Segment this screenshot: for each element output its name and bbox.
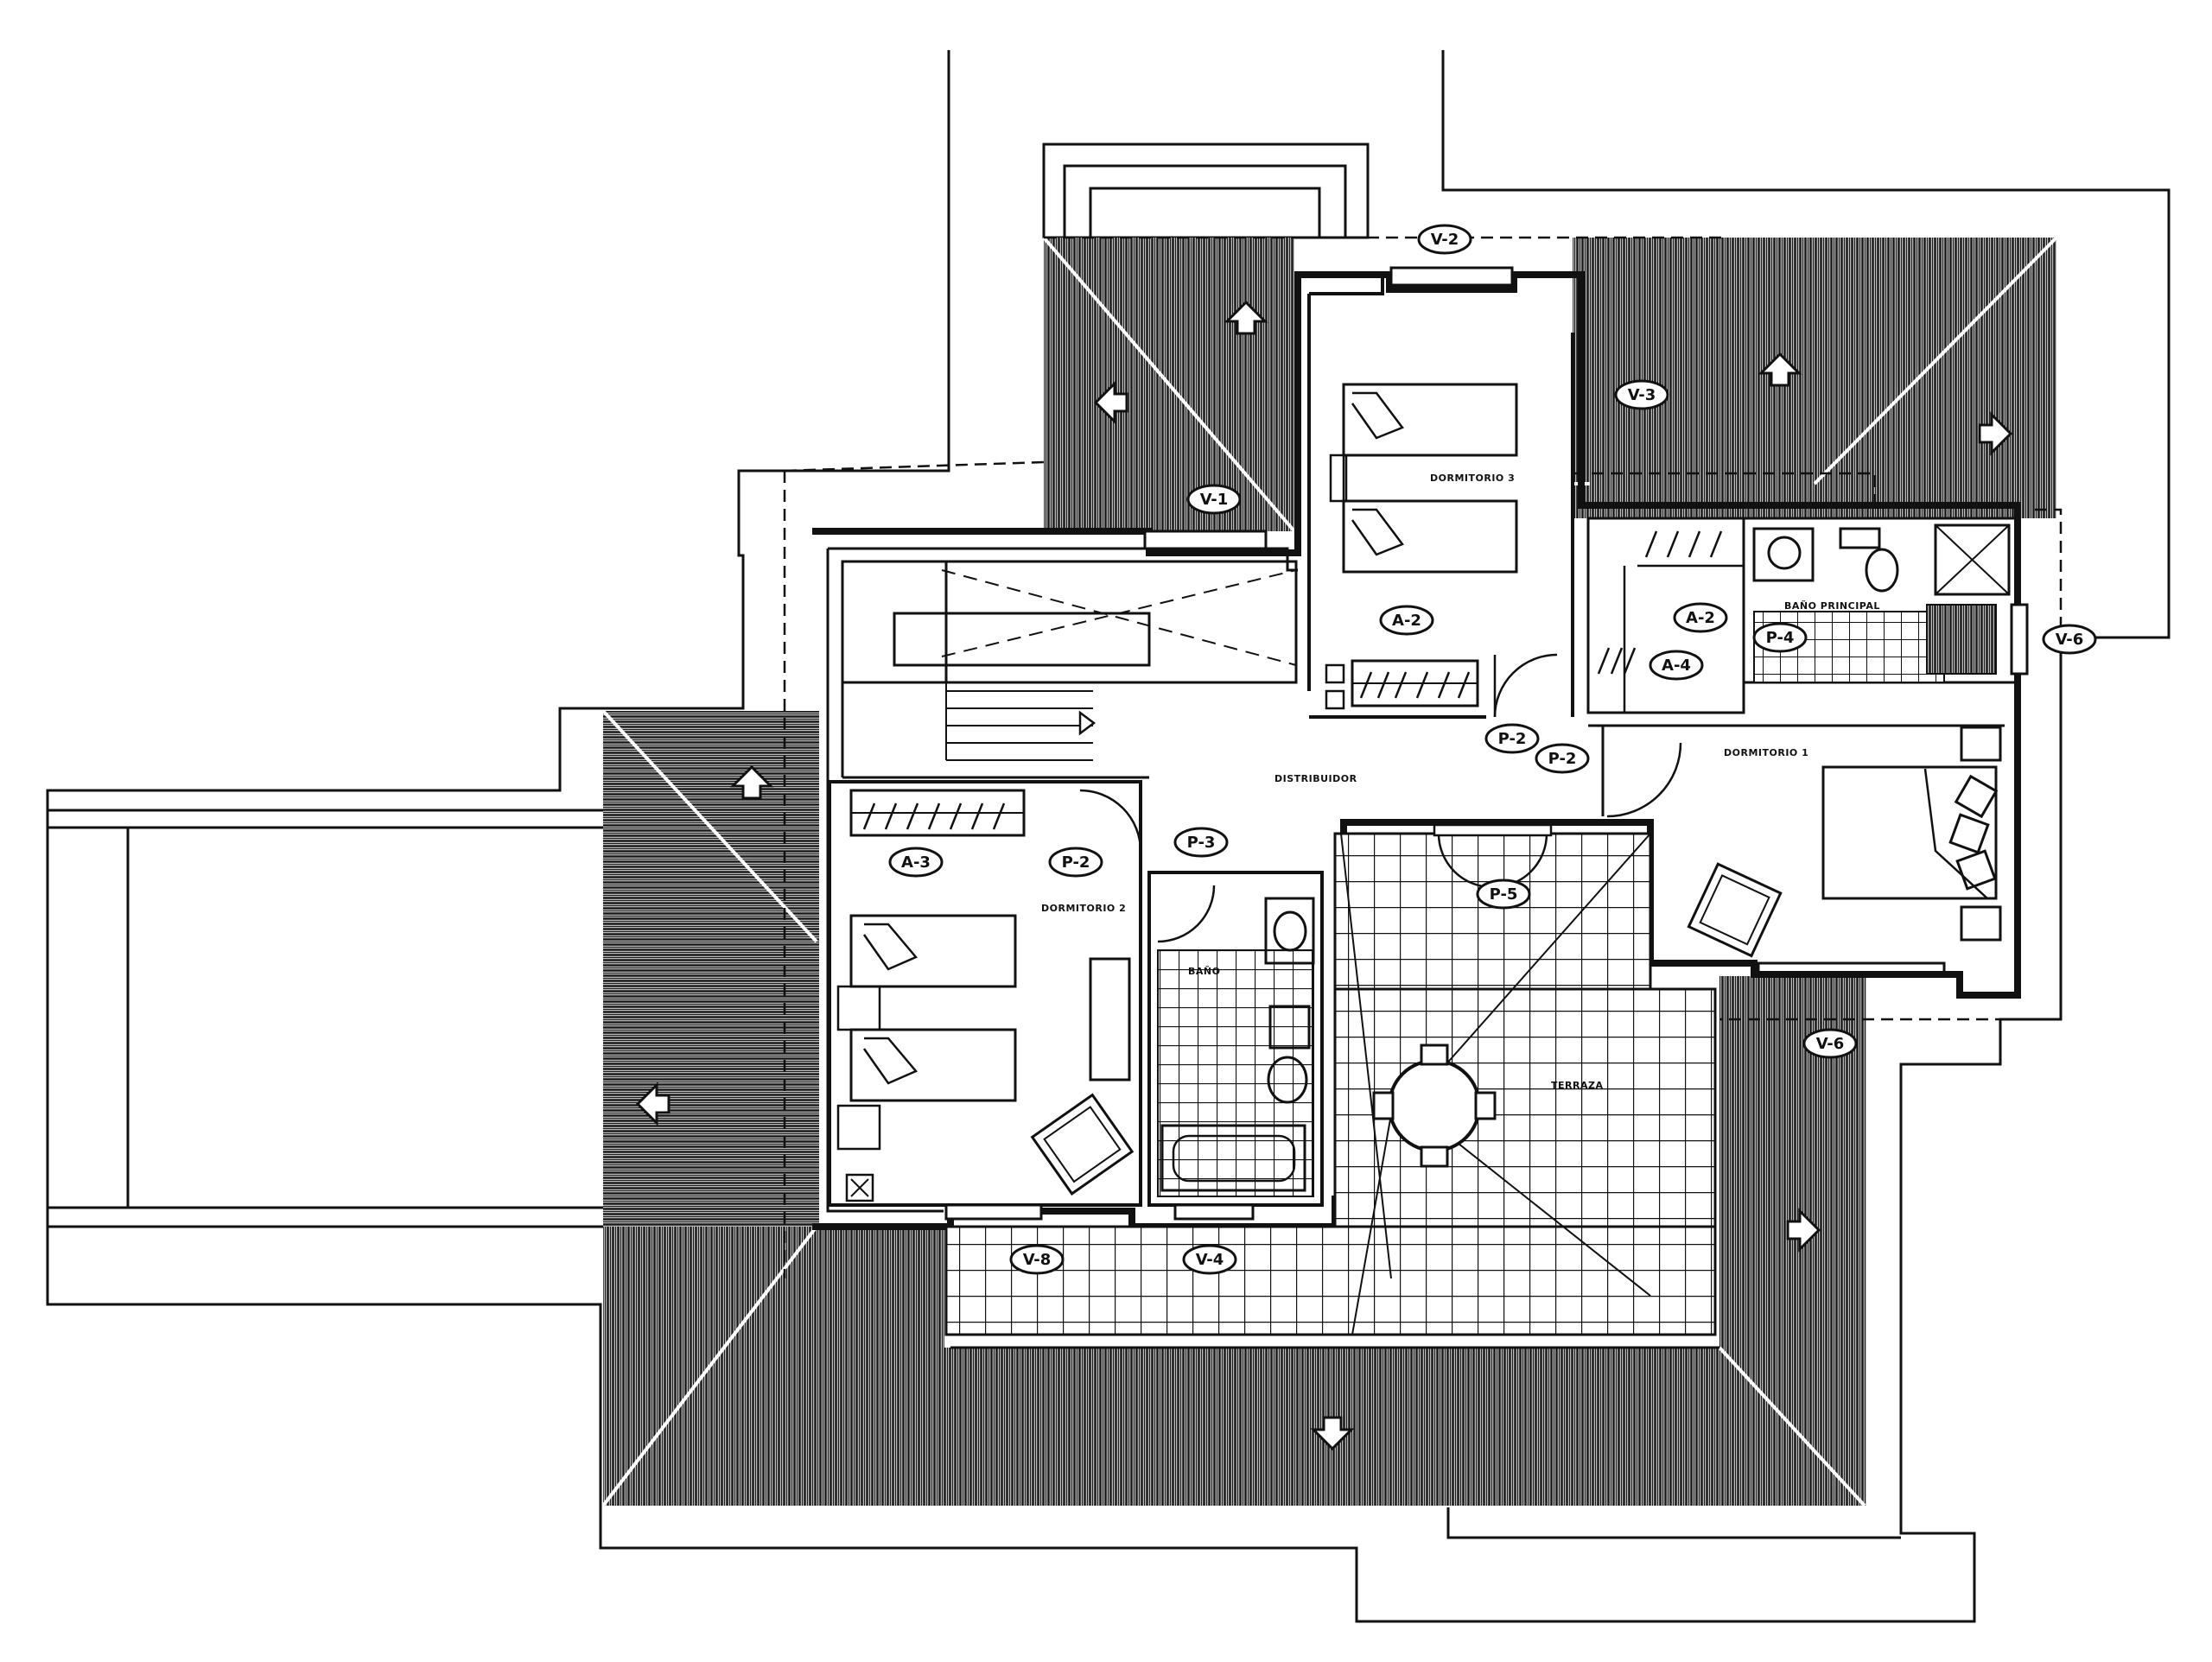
tag-v1: V-1 [1200, 491, 1229, 509]
roof-slopes [603, 238, 2056, 1506]
pergola [46, 809, 607, 1228]
dormitorio-2 [828, 780, 1142, 1207]
tag-a4: A-4 [1662, 657, 1691, 675]
tag-v2: V-2 [1431, 231, 1459, 249]
staircase [841, 560, 1298, 779]
tag-p2-d3: P-2 [1498, 730, 1527, 748]
tag-p2-d2: P-2 [1062, 853, 1090, 872]
element-tags [888, 224, 2097, 1275]
terraza [944, 823, 1719, 1349]
label-dormitorio-2: DORMITORIO 2 [1041, 903, 1126, 914]
dormitorio-3 [1307, 275, 1574, 719]
element-tag-texts: V-2 V-1 V-3 V-6 V-6 V-8 V-4 A-2 A-2 A-3 … [901, 231, 2083, 1269]
bano [1147, 871, 1324, 1207]
label-bano: BAÑO [1188, 966, 1220, 977]
dormitorio-1 [1586, 517, 2018, 977]
windows [944, 266, 2029, 1221]
label-dormitorio-1: DORMITORIO 1 [1724, 747, 1808, 758]
tag-a2-d1: A-2 [1686, 609, 1715, 627]
tag-a2-d3: A-2 [1392, 612, 1421, 630]
room-labels: DORMITORIO 3 DORMITORIO 1 DORMITORIO 2 D… [1041, 473, 1880, 1091]
label-dormitorio-3: DORMITORIO 3 [1430, 473, 1515, 484]
tag-v4: V-4 [1196, 1251, 1224, 1269]
tag-p4: P-4 [1766, 629, 1795, 647]
tag-p3: P-3 [1187, 834, 1216, 852]
tag-v8: V-8 [1023, 1251, 1052, 1269]
tag-v6: V-6 [2056, 631, 2084, 649]
tag-v6b: V-6 [1816, 1035, 1845, 1053]
tag-p5: P-5 [1490, 885, 1518, 904]
chimney-block [1042, 143, 1370, 239]
hip-lines [601, 236, 2058, 1507]
tag-v3: V-3 [1628, 386, 1656, 404]
tag-a3: A-3 [901, 853, 931, 872]
tag-p2-d1: P-2 [1548, 750, 1577, 768]
roof-arrows [635, 300, 2013, 1451]
label-terraza: TERRAZA [1551, 1080, 1603, 1091]
label-bano-principal: BAÑO PRINCIPAL [1784, 600, 1880, 612]
label-distribuidor: DISTRIBUIDOR [1274, 773, 1357, 784]
